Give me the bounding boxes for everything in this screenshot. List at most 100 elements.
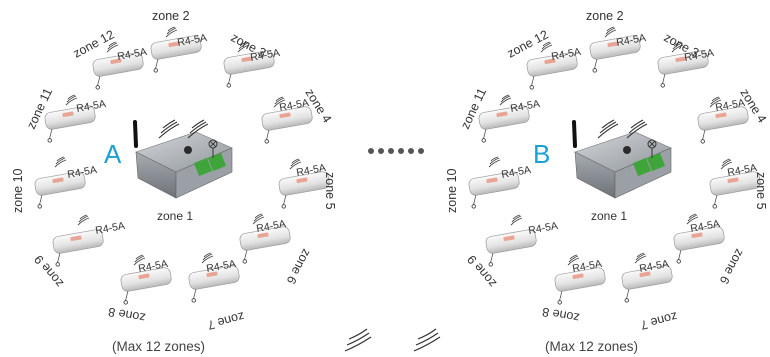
- wireless-signal-icon: [158, 119, 209, 139]
- receiver-zone-6: R4-5A zone 6: [239, 213, 314, 286]
- wireless-signal-icon: [499, 94, 512, 106]
- receiver-zone-3: R4-5A zone 3: [657, 30, 715, 88]
- receiver-module-icon: [34, 171, 86, 209]
- receiver-model-label: R4-5A: [683, 47, 714, 64]
- receiver-module-icon: [709, 171, 761, 209]
- receiver-zone-4: R4-5A zone 4: [697, 86, 769, 144]
- receiver-zone-2: R4-5A zone 2: [586, 9, 647, 73]
- receiver-zone-7: R4-5A zone 7: [621, 252, 679, 332]
- zone-label: zone 7: [206, 309, 246, 332]
- receiver-module-icon: [526, 52, 578, 90]
- receiver-model-label: R4-5A: [550, 46, 581, 63]
- wireless-signal-icon: [344, 328, 441, 352]
- receiver-module-icon: [468, 171, 520, 209]
- receiver-zone-9: R4-5A zone 9: [31, 214, 126, 290]
- receiver-model-label: R4-5A: [176, 32, 207, 49]
- group-a-letter: A: [104, 139, 122, 169]
- receiver-module-icon: [223, 50, 275, 88]
- zone-label: zone 2: [586, 9, 624, 23]
- wireless-signal-icon: [720, 158, 733, 170]
- receiver-module-icon: [150, 35, 202, 73]
- receiver-zone-4: R4-5A zone 4: [261, 86, 334, 144]
- wireless-signal-icon: [201, 252, 214, 264]
- wireless-signal-icon: [488, 156, 501, 168]
- wifi-controller-icon: [572, 120, 672, 199]
- receiver-zone-12: R4-5A zone 12: [71, 27, 148, 90]
- receiver-zone-5: R4-5A zone 5: [278, 158, 337, 210]
- wireless-signal-icon: [65, 94, 78, 106]
- receiver-module-icon: [554, 267, 606, 305]
- wifi-controller-icon: [133, 120, 233, 199]
- receiver-model-label: R4-5A: [527, 220, 558, 237]
- receiver-module-icon: [239, 226, 291, 264]
- receiver-zone-6: R4-5A zone 6: [673, 213, 747, 287]
- wireless-signal-icon: [634, 252, 647, 264]
- group-b: B zone 1: [445, 9, 769, 354]
- receiver-model-label: R4-5A: [689, 218, 720, 235]
- receiver-zone-11: R4-5A zone 11: [458, 86, 541, 143]
- receiver-module-icon: [621, 265, 673, 303]
- wireless-signal-icon: [77, 214, 90, 226]
- receiver-model-label: R4-5A: [615, 32, 646, 49]
- wireless-signal-icon: [540, 41, 553, 53]
- receiver-model-label: R4-5A: [500, 164, 531, 181]
- wireless-signal-icon: [54, 156, 67, 168]
- receiver-model-label: R4-5A: [726, 162, 757, 179]
- receiver-model-label: R4-5A: [249, 47, 280, 64]
- wireless-signal-icon: [686, 213, 699, 225]
- max-zones-label: (Max 12 zones): [112, 339, 205, 354]
- wireless-signal-icon: [567, 254, 580, 266]
- zone-label: zone 12: [505, 27, 551, 60]
- lamp-output-icon: [208, 139, 218, 158]
- zone-label: zone 9: [464, 252, 499, 290]
- receiver-module-icon: [120, 267, 172, 305]
- receiver-module-icon: [589, 35, 641, 73]
- receiver-model-label: R4-5A: [509, 98, 540, 115]
- receiver-model-label: R4-5A: [295, 162, 326, 179]
- wireless-signal-icon: [252, 213, 265, 225]
- controller-b: zone 1: [572, 119, 672, 223]
- zone-label: zone 9: [31, 252, 66, 290]
- receiver-model-label: R4-5A: [255, 218, 286, 235]
- receiver-module-icon: [52, 229, 104, 267]
- wireless-signal-icon: [709, 96, 722, 108]
- receiver-module-icon: [44, 105, 96, 143]
- wireless-signal-icon: [273, 96, 286, 108]
- lamp-output-icon: [647, 139, 657, 158]
- receiver-zone-10: R4-5A zone 10: [11, 156, 98, 213]
- center-zone-label: zone 1: [591, 209, 627, 223]
- receiver-model-label: R4-5A: [75, 98, 106, 115]
- receiver-model-label: R4-5A: [94, 220, 125, 237]
- wireless-signal-icon: [106, 41, 119, 53]
- receiver-zone-10: R4-5A zone 10: [445, 156, 532, 213]
- receiver-model-label: R4-5A: [116, 46, 147, 63]
- receiver-model-label: R4-5A: [205, 258, 236, 275]
- center-zone-label: zone 1: [157, 209, 193, 223]
- zone-label: zone 5: [323, 172, 337, 210]
- group-a: A zone 1: [11, 9, 337, 354]
- zone-label: zone 8: [107, 305, 146, 325]
- zone-label: zone 2: [152, 9, 190, 23]
- ellipsis-dots: [368, 148, 424, 154]
- receiver-module-icon: [188, 265, 240, 303]
- zone-label: zone 7: [639, 309, 679, 332]
- receiver-zone-5: R4-5A zone 5: [709, 158, 768, 210]
- receiver-zone-9: R4-5A zone 9: [464, 214, 559, 290]
- receiver-module-icon: [278, 171, 330, 209]
- wireless-signal-icon: [289, 158, 302, 170]
- receiver-model-label: R4-5A: [137, 258, 168, 275]
- wireless-signal-icon: [671, 41, 684, 53]
- receiver-model-label: R4-5A: [638, 258, 669, 275]
- zone-label: zone 6: [717, 247, 747, 287]
- receiver-module-icon: [261, 106, 313, 144]
- wireless-signal-icon: [237, 41, 250, 53]
- receiver-module-icon: [657, 50, 709, 88]
- wireless-signal-icon: [510, 214, 523, 226]
- receiver-module-icon: [485, 229, 537, 267]
- max-zones-label: (Max 12 zones): [545, 339, 638, 354]
- receiver-module-icon: [673, 226, 725, 264]
- receiver-zone-11: R4-5A zone 11: [24, 86, 107, 143]
- receiver-zone-8: R4-5A zone 8: [107, 254, 172, 325]
- receiver-model-label: R4-5A: [278, 97, 309, 114]
